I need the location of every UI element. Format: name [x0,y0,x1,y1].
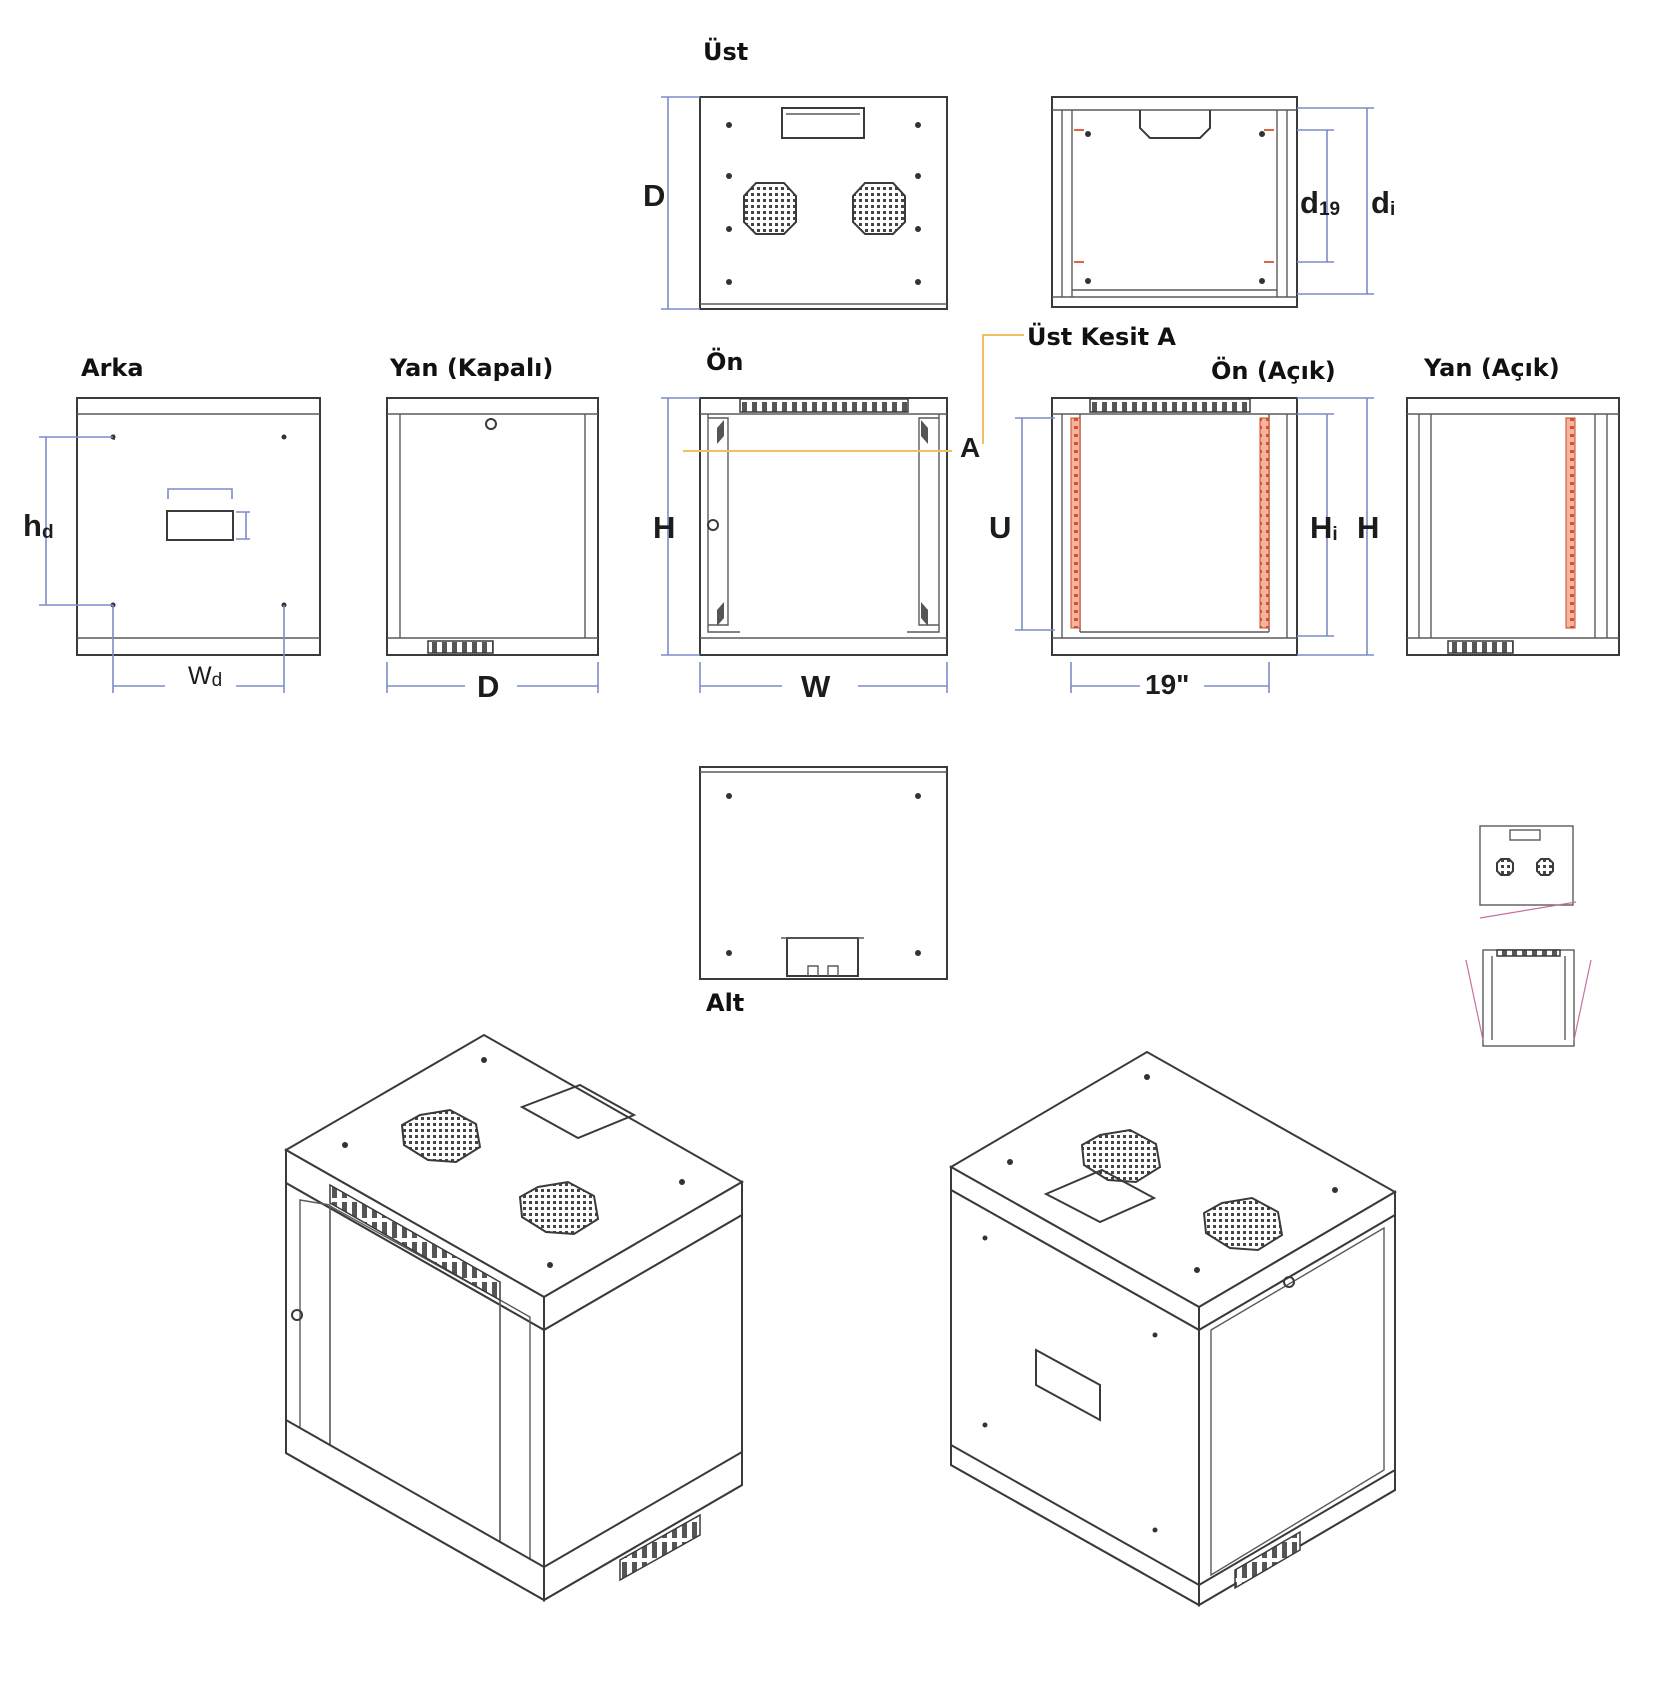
dim-front-height: H [653,510,675,545]
mini-top-view [1479,825,1577,919]
front-panel [699,397,948,656]
side-open-panel [1406,397,1620,656]
top-fan-left [743,182,797,235]
side-open-vent [1447,640,1514,654]
iso2-fan-1 [1080,1128,1162,1184]
dim-inner-height: Hi [1310,510,1338,545]
rear-cable-entry [166,510,234,541]
dim-rack-width: 19" [1145,669,1189,700]
top-handle [781,107,865,139]
label-on-acik: Ön (Açık) [1211,355,1336,385]
section-handle [1139,110,1211,139]
front-open-panel [1051,397,1298,656]
label-ust-kesit-a: Üst Kesit A [1027,321,1176,351]
dim-wd: Wd [188,662,222,691]
label-ust: Üst [703,36,748,66]
iso2-cable-entry [1035,1348,1101,1422]
top-view: Üst D [643,36,948,310]
side-closed-panel [386,397,599,656]
section-panel [1051,96,1298,308]
dim-open-height: H [1357,510,1379,545]
front-lock-icon [707,519,719,531]
side-open-rail [1565,417,1576,629]
dim-usable-height: U [989,510,1011,545]
iso1-fan-1 [400,1108,482,1164]
side-open-view: Yan (Açık) [1406,354,1620,656]
iso1-fan-2 [518,1180,600,1236]
iso2-handle [1043,1168,1157,1224]
section-marker-a: A [960,432,980,463]
front-open-top-vent [1089,398,1251,413]
dim-front-width: W [801,669,831,704]
rail-right [1259,417,1270,629]
dim-di: di [1371,185,1395,220]
iso-front-view [283,1033,745,1602]
iso-rear-view [948,1050,1398,1607]
label-arka: Arka [81,354,144,382]
mini-front-view [1465,949,1592,1047]
side-closed-view: Yan (Kapalı) D [386,354,599,704]
dim-d19: d19 [1300,185,1340,220]
iso1-handle [519,1083,637,1140]
top-section-view: d19 di Üst Kesit A [1027,96,1395,351]
label-alt: Alt [706,989,744,1017]
rear-panel [76,397,321,656]
dim-top-depth: D [643,178,665,213]
label-on: Ön [706,346,744,376]
side-closed-vent [427,640,494,654]
front-open-view: Ön (Açık) U Hi H 19" [989,355,1379,700]
rear-view: Arka ‹ hd Wd [23,354,321,693]
front-top-vent [739,398,909,413]
dim-side-depth: D [477,669,499,704]
label-yan-kapali: Yan (Kapalı) [389,354,553,382]
iso1-vent [329,1183,501,1302]
rail-left [1070,417,1081,629]
top-fan-right [852,182,906,235]
front-view: Ön A H W [653,334,1024,704]
label-yan-acik: Yan (Açık) [1423,354,1560,382]
iso2-fan-2 [1202,1196,1284,1252]
dim-hd: hd [23,508,54,543]
bottom-view: Alt [699,766,948,1017]
top-panel [699,96,948,310]
bottom-panel [699,766,948,980]
